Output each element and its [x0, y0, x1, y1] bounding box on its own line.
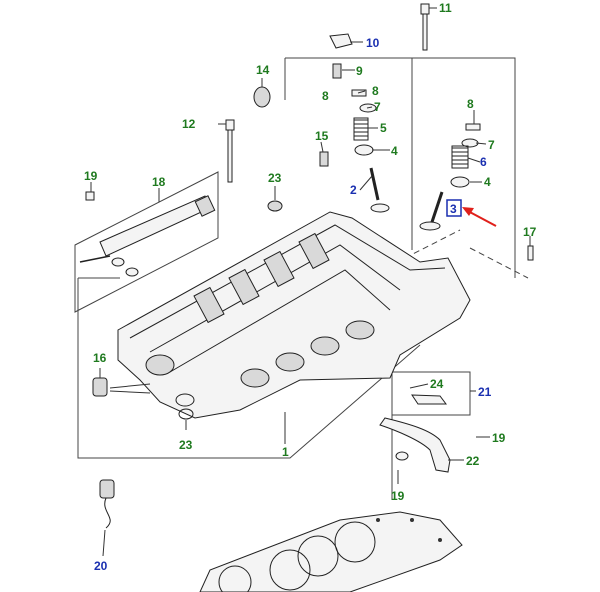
- callout-19a[interactable]: 19: [84, 169, 98, 183]
- callout-3[interactable]: 3: [450, 202, 457, 216]
- callout-labels: 11 10 9 14 8 8 7 8 12 5 15 7 4 6 19 23 1…: [84, 1, 537, 573]
- callout-17[interactable]: 17: [523, 225, 537, 239]
- callout-23a[interactable]: 23: [268, 171, 282, 185]
- callout-19c[interactable]: 19: [391, 489, 405, 503]
- callout-2[interactable]: 2: [350, 183, 357, 197]
- callout-1[interactable]: 1: [282, 445, 289, 459]
- callout-18[interactable]: 18: [152, 175, 166, 189]
- leader-lines: [90, 7, 531, 557]
- callout-21[interactable]: 21: [478, 385, 492, 399]
- callout-16[interactable]: 16: [93, 351, 107, 365]
- left-parts: [92, 200, 283, 529]
- callout-8a[interactable]: 8: [322, 89, 329, 103]
- callout-8c[interactable]: 8: [467, 97, 474, 111]
- reference-lines: [74, 57, 529, 500]
- callout-20[interactable]: 20: [94, 559, 108, 573]
- callout-24[interactable]: 24: [430, 377, 444, 391]
- cylinder-head: [117, 211, 471, 419]
- callout-19b[interactable]: 19: [492, 431, 506, 445]
- callout-6[interactable]: 6: [480, 155, 487, 169]
- fuel-rail: [79, 191, 216, 277]
- callout-15[interactable]: 15: [315, 129, 329, 143]
- callout-7b[interactable]: 7: [488, 138, 495, 152]
- callout-5[interactable]: 5: [380, 121, 387, 135]
- callout-4a[interactable]: 4: [391, 144, 398, 158]
- callout-7a[interactable]: 7: [374, 100, 381, 114]
- highlight-arrow: [446, 199, 497, 227]
- callout-8b[interactable]: 8: [372, 84, 379, 98]
- callout-23b[interactable]: 23: [179, 438, 193, 452]
- callout-4b[interactable]: 4: [484, 175, 491, 189]
- coolant-pipes: [379, 394, 451, 473]
- callout-10[interactable]: 10: [366, 36, 380, 50]
- valve-train: [225, 3, 534, 261]
- callout-9[interactable]: 9: [356, 64, 363, 78]
- callout-11[interactable]: 11: [439, 1, 452, 15]
- head-gasket: [199, 511, 463, 592]
- callout-12[interactable]: 12: [182, 117, 196, 131]
- callout-14[interactable]: 14: [256, 63, 270, 77]
- callout-22[interactable]: 22: [466, 454, 480, 468]
